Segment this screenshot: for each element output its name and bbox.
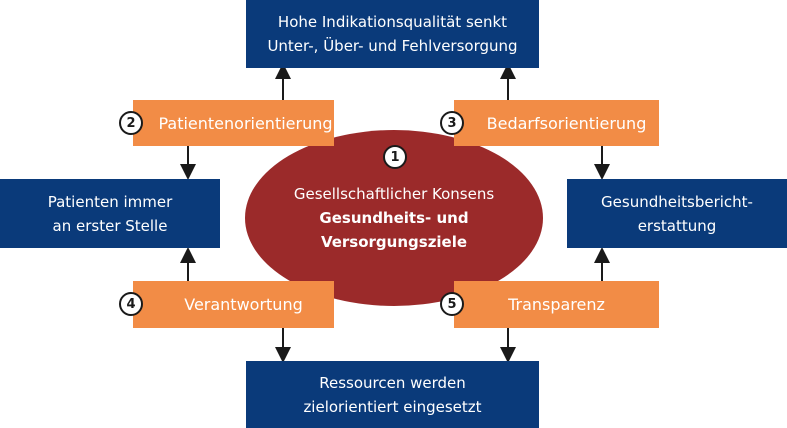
bottom-box-line2: zielorientiert eingesetzt (303, 397, 482, 416)
number-badge-3: 3 (440, 111, 464, 135)
left-box-line2: an erster Stelle (52, 216, 168, 235)
left-box-line1: Patienten immer (47, 192, 173, 211)
top-box-line1: Hohe Indikationsqualität senkt (277, 13, 508, 31)
orange-box-label: Bedarfsorientierung (486, 113, 647, 133)
center-number-badge: 1 (383, 145, 407, 169)
top-box: Hohe Indikationsqualität senkt Unter-, Ü… (246, 0, 539, 68)
bottom-box-line1: Ressourcen werden (319, 373, 466, 392)
right-box-line1: Gesundheitsbericht- (601, 192, 753, 211)
center-line2: Gesundheits- und Versorgungsziele (319, 209, 469, 251)
right-box-line2: erstattung (637, 216, 717, 235)
right-box: Gesundheitsbericht- erstattung (567, 179, 787, 248)
orange-box-verantwortung: Verantwortung (133, 281, 334, 328)
orange-box-label: Transparenz (508, 295, 605, 314)
number-badge-5: 5 (440, 292, 464, 316)
left-box: Patienten immer an erster Stelle (0, 179, 220, 248)
center-line1: Gesellschaftlicher Konsens (293, 185, 495, 203)
orange-box-transparenz: Transparenz (454, 281, 659, 328)
center-text: Gesellschaftlicher Konsens Gesundheits- … (245, 182, 543, 254)
number-badge-4: 4 (119, 292, 143, 316)
top-box-line2: Unter-, Über- und Fehlversorgung (267, 37, 518, 55)
orange-box-bedarfsorientierung: Bedarfsorientierung (454, 100, 659, 146)
bottom-box: Ressourcen werden zielorientiert eingese… (246, 361, 539, 428)
orange-box-patientenorientierung: Patientenorientierung (133, 100, 334, 146)
orange-box-label: Verantwortung (184, 295, 303, 314)
number-badge-2: 2 (119, 111, 143, 135)
orange-box-label: Patientenorientierung (158, 113, 333, 133)
